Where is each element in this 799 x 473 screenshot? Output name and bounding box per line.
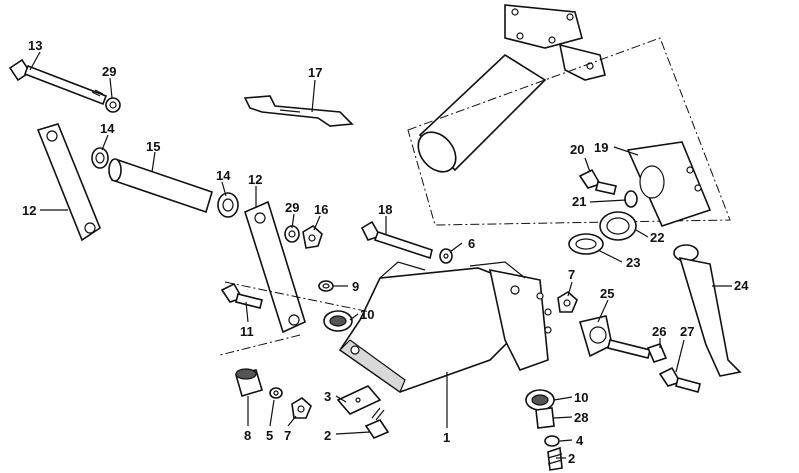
bolt-11 — [220, 282, 263, 309]
callout-29-top: 29 — [102, 64, 116, 79]
lever-24 — [673, 244, 742, 377]
sleeve-15 — [108, 158, 213, 214]
callout-6: 6 — [468, 236, 475, 251]
callout-26: 26 — [652, 324, 666, 339]
screw-2-right — [547, 446, 563, 471]
callout-16: 16 — [314, 202, 328, 217]
ring-22 — [599, 211, 637, 241]
washer-29 — [284, 225, 300, 243]
washer-9 — [318, 280, 334, 292]
leader-lines — [29, 51, 732, 459]
nut-16 — [302, 225, 323, 249]
washer-21 — [624, 190, 638, 208]
callout-7-left: 7 — [284, 428, 291, 443]
callout-11: 11 — [240, 324, 254, 339]
bracket-outline-dash — [219, 281, 371, 356]
callout-15: 15 — [146, 139, 160, 154]
callout-21: 21 — [572, 194, 586, 209]
callout-20: 20 — [570, 142, 584, 157]
plate-25 — [578, 315, 613, 358]
callout-8: 8 — [244, 428, 251, 443]
link-plate-12-left — [36, 123, 101, 242]
screw-2-left — [364, 407, 390, 439]
callout-labels: 13 29 17 14 15 12 14 12 29 16 18 6 20 19… — [22, 38, 749, 466]
nut-7-right — [557, 291, 578, 313]
clip-23 — [568, 233, 604, 255]
callout-1: 1 — [443, 430, 450, 445]
callout-28: 28 — [574, 410, 588, 425]
clip-3 — [336, 385, 382, 415]
callout-3: 3 — [324, 389, 331, 404]
callout-7-right: 7 — [568, 267, 575, 282]
nut-29-top — [105, 97, 121, 113]
callout-24: 24 — [734, 278, 749, 293]
long-bolt-13 — [8, 58, 108, 106]
bolt-27 — [658, 366, 701, 393]
nut-7-left — [291, 397, 312, 419]
clamp-19 — [626, 141, 712, 227]
callout-12-left: 12 — [22, 203, 36, 218]
callout-18: 18 — [378, 202, 392, 217]
callout-19: 19 — [594, 140, 608, 155]
callout-4: 4 — [576, 433, 584, 448]
callout-12-right: 12 — [248, 172, 262, 187]
pedal-bracket-1 — [338, 261, 552, 393]
callout-2-right: 2 — [568, 451, 575, 466]
washer-4 — [544, 435, 560, 447]
bracket-17 — [243, 95, 354, 127]
grommet-10-bottom — [525, 389, 555, 411]
callout-17: 17 — [308, 65, 322, 80]
callout-23: 23 — [626, 255, 640, 270]
callout-14-right: 14 — [216, 168, 231, 183]
bolt-26 — [607, 339, 668, 363]
spacer-28 — [535, 407, 555, 429]
callout-29: 29 — [285, 200, 299, 215]
callout-14-left: 14 — [100, 121, 115, 136]
bolt-20 — [578, 168, 617, 195]
column-outline-dash — [407, 37, 731, 226]
bolt-18 — [360, 220, 433, 260]
callout-10-bottom: 10 — [574, 390, 588, 405]
callout-25: 25 — [600, 286, 614, 301]
washer-6 — [439, 248, 453, 264]
callout-22: 22 — [650, 230, 664, 245]
callout-13: 13 — [28, 38, 42, 53]
grommet-10-top — [323, 310, 353, 332]
callout-10-top: 10 — [360, 307, 374, 322]
bushing-14-left — [91, 147, 109, 169]
link-plate-12-right — [244, 200, 306, 334]
callout-2-left: 2 — [324, 428, 331, 443]
bushing-8 — [235, 368, 263, 397]
bushing-14-right — [217, 192, 239, 218]
callout-27: 27 — [680, 324, 694, 339]
callout-9: 9 — [352, 279, 359, 294]
callout-5: 5 — [266, 428, 273, 443]
washer-5 — [269, 387, 283, 399]
